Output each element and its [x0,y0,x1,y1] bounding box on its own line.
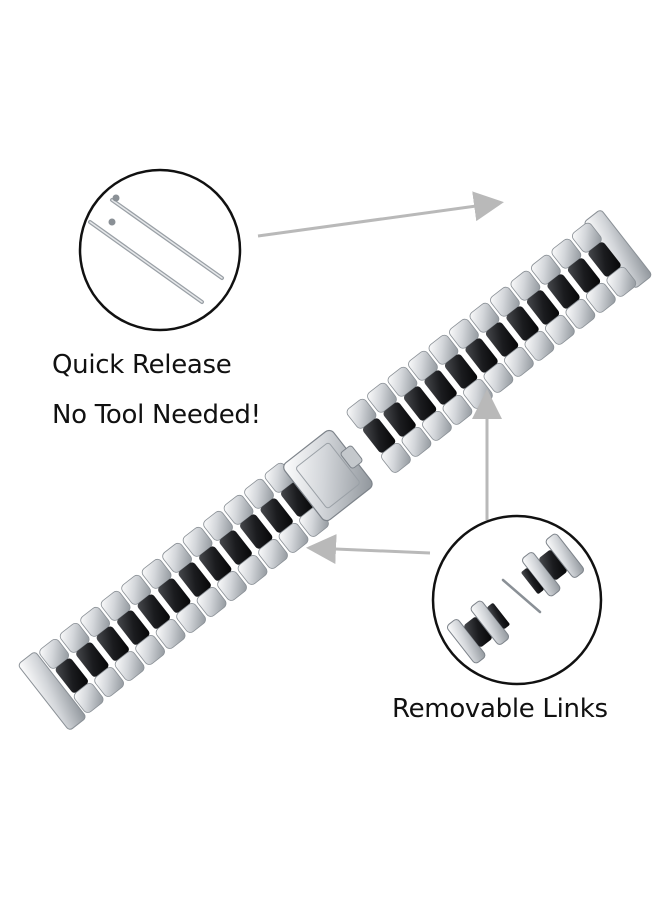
band-link [531,254,596,329]
band-link [469,302,534,377]
band-link [80,606,145,681]
band-link [244,478,309,553]
band-link [203,510,268,585]
band-link [490,286,555,361]
band-link [39,638,104,713]
band-link [572,222,637,297]
band-link [367,382,432,457]
band-link [408,350,473,425]
band-link [141,558,206,633]
removable-links-callout [431,514,603,686]
band-link [387,366,452,441]
band-link [449,318,514,393]
band-link [551,238,616,313]
spring-bars-callout [78,168,242,332]
band-link [59,622,124,697]
band-link [121,574,186,649]
arrow-to-end [257,191,504,238]
quick-release-label: Quick Release [52,350,232,380]
removable-links-detail-icon [447,533,584,664]
band-link [162,542,227,617]
band-link [182,526,247,601]
band-link [510,270,575,345]
no-tool-needed-label: No Tool Needed! [52,400,261,430]
band-link [100,590,165,665]
arrow-to-links-left [306,534,431,565]
band-link [223,494,288,569]
clasp [283,429,373,522]
band-link [346,398,411,473]
removable-links-label: Removable Links [392,694,608,724]
watch-band [18,210,652,730]
spring-bar-pins-icon [88,194,224,304]
